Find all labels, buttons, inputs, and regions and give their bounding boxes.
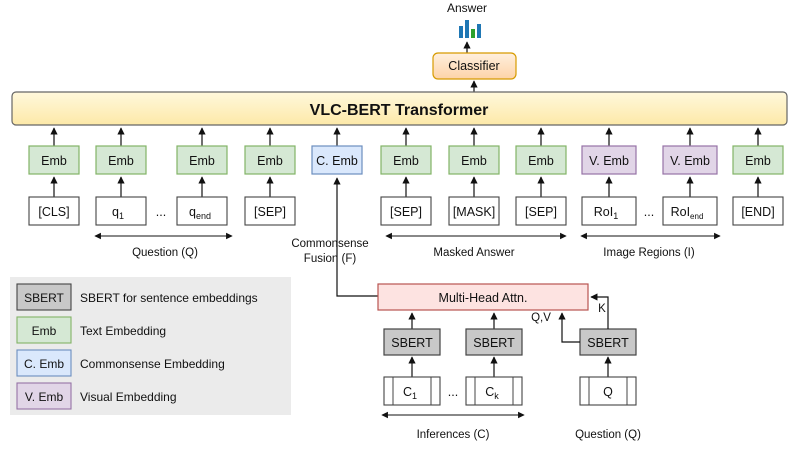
token-text: qend [189, 205, 211, 221]
emb-label: Emb [257, 154, 283, 168]
sbert-box-c1: SBERT [383, 328, 441, 356]
ellipsis: ... [156, 205, 166, 219]
mha-box [377, 283, 589, 311]
emb-box-sep1: Emb [244, 145, 296, 175]
masked-answer-label: Masked Answer [433, 247, 514, 259]
token-text: Ck [485, 385, 499, 401]
token-roiend: RoIend [662, 196, 718, 226]
inference-token-c1: C1 [383, 376, 441, 406]
inferences-label: Inferences (C) [417, 429, 490, 441]
token-q1: q1 [95, 196, 147, 226]
legend-item-visual-emb: V. Emb Visual Embedding [16, 382, 177, 410]
question-bottom-label: Question (Q) [575, 429, 641, 441]
emb-label: Emb [745, 154, 771, 168]
classifier-box [432, 52, 517, 80]
k-label: K [598, 303, 606, 315]
qv-arrow [558, 312, 580, 343]
emb-box-end: Emb [732, 145, 784, 175]
legend-item-commonsense-emb: C. Emb Commonsense Embedding [16, 349, 225, 377]
emb-label: Emb [189, 154, 215, 168]
token-cls: [CLS] [28, 196, 80, 226]
sbert-label: SBERT [473, 336, 515, 350]
token-mask: [MASK] [448, 196, 500, 226]
question-token-q: Q [579, 376, 637, 406]
ellipsis: ... [644, 205, 654, 219]
emb-box-mask: Emb [448, 145, 500, 175]
token-to-emb-arrows [50, 176, 762, 197]
token-text: [CLS] [38, 205, 69, 219]
classifier-label: Classifier [448, 59, 499, 73]
emb-box-cls: Emb [28, 145, 80, 175]
sbert-label: SBERT [587, 336, 629, 350]
emb-box-sep3: Emb [515, 145, 567, 175]
mha-label: Multi-Head Attn. [439, 291, 528, 305]
token-sep1: [SEP] [244, 196, 296, 226]
token-text: [SEP] [254, 205, 286, 219]
legend: SBERT SBERT for sentence embeddings Emb … [10, 277, 291, 415]
token-sep3: [SEP] [515, 196, 567, 226]
token-text: [END] [741, 205, 774, 219]
emb-label: Emb [393, 154, 419, 168]
emb-to-transformer-arrows [50, 127, 762, 146]
legend-desc: SBERT for sentence embeddings [80, 291, 258, 305]
emb-box-sep2: Emb [380, 145, 432, 175]
transformer-label: VLC-BERT Transformer [310, 102, 489, 119]
image-regions-label: Image Regions (I) [603, 247, 695, 259]
legend-item-text-emb: Emb Text Embedding [16, 316, 166, 344]
token-qend: qend [176, 196, 228, 226]
emb-label: Emb [461, 154, 487, 168]
token-roi1: RoI1 [581, 196, 637, 226]
emb-label: Emb [41, 154, 67, 168]
emb-box-q1: Emb [95, 145, 147, 175]
emb-label: Emb [108, 154, 134, 168]
token-text: RoIend [671, 205, 704, 221]
legend-item-sbert: SBERT SBERT for sentence embeddings [16, 283, 258, 311]
emb-label: V. Emb [670, 154, 710, 168]
legend-key: C. Emb [24, 357, 64, 371]
emb-box-roi1: V. Emb [581, 145, 637, 175]
k-arrow [590, 293, 609, 329]
emb-label: C. Emb [316, 154, 358, 168]
legend-key: V. Emb [25, 390, 64, 404]
token-end: [END] [732, 196, 784, 226]
sbert-box-q: SBERT [579, 328, 637, 356]
emb-box-commonsense: C. Emb [311, 145, 363, 175]
emb-label: Emb [528, 154, 554, 168]
emb-box-qend: Emb [176, 145, 228, 175]
legend-desc: Commonsense Embedding [80, 357, 225, 371]
answer-label: Answer [447, 1, 487, 15]
token-text: C1 [403, 385, 417, 401]
legend-desc: Text Embedding [80, 324, 166, 338]
sbert-label: SBERT [391, 336, 433, 350]
legend-key: SBERT [24, 291, 64, 305]
token-text: q1 [112, 205, 124, 221]
emb-label: V. Emb [589, 154, 629, 168]
inference-token-ck: Ck [465, 376, 523, 406]
answer-bar-chart-icon [459, 20, 481, 38]
legend-desc: Visual Embedding [80, 390, 177, 404]
legend-key: Emb [32, 324, 57, 338]
token-text: [SEP] [525, 205, 557, 219]
token-sep2: [SEP] [380, 196, 432, 226]
emb-box-roiend: V. Emb [662, 145, 718, 175]
qv-label: Q,V [531, 312, 551, 324]
token-text: Q [603, 385, 613, 399]
token-text: [SEP] [390, 205, 422, 219]
transformer-bar [11, 91, 788, 126]
ellipsis: ... [448, 385, 458, 399]
question-group-label: Question (Q) [132, 247, 198, 259]
token-text: [MASK] [453, 205, 495, 219]
fusion-label-line2: Fusion (F) [304, 253, 357, 265]
sbert-box-ck: SBERT [465, 328, 523, 356]
fusion-label-line1: Commonsense [291, 238, 368, 250]
token-text: RoI1 [594, 205, 618, 221]
fusion-arrow [333, 177, 378, 297]
